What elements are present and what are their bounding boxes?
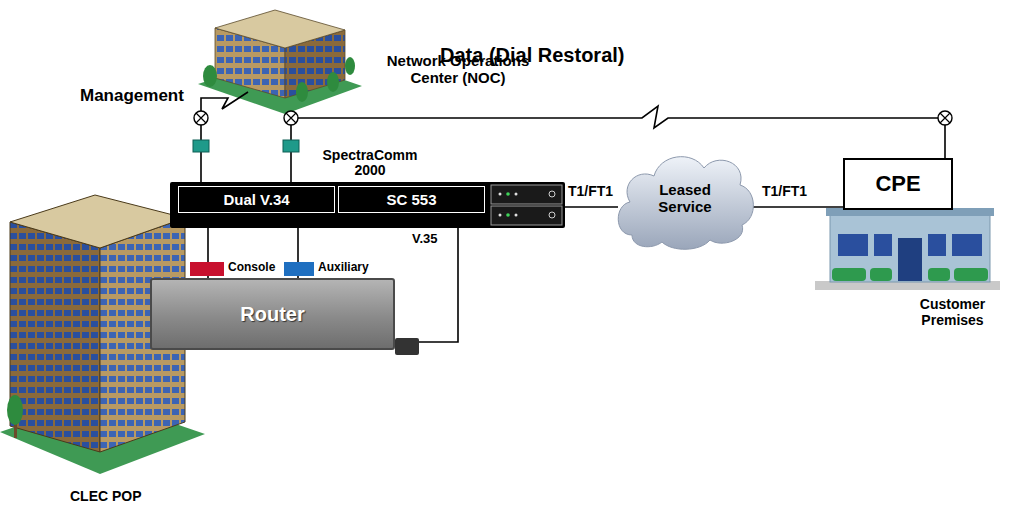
management-line <box>201 92 248 186</box>
building-label: CLEC POP <box>70 488 142 504</box>
panel-screw <box>549 212 555 218</box>
link-label: T1/FT1 <box>762 183 807 199</box>
phone-jack <box>196 113 206 123</box>
status-led <box>515 193 518 196</box>
window <box>838 234 868 256</box>
status-panel <box>491 206 562 225</box>
phone-jack <box>284 111 298 125</box>
window <box>874 234 892 256</box>
phone-jack <box>286 113 296 123</box>
tree <box>7 395 23 425</box>
bush <box>832 268 866 281</box>
status-led <box>499 214 502 217</box>
tree <box>296 82 308 102</box>
port-label: Console <box>228 261 275 275</box>
building-face <box>830 214 990 282</box>
network-cloud: Leased Service <box>612 140 758 255</box>
link-label: Data (Dial Restoral) <box>440 44 625 67</box>
building-label: Customer Premises <box>905 296 1000 328</box>
building-roof <box>215 10 345 48</box>
tree <box>203 65 217 87</box>
chassis-shelf: SpectraComm 2000Dual V.34SC 553 <box>170 182 565 228</box>
bush <box>954 268 988 281</box>
tree <box>327 72 339 92</box>
status-led <box>515 214 518 217</box>
bush <box>870 268 892 281</box>
bush <box>928 268 950 281</box>
auxiliary-port <box>284 262 314 276</box>
door <box>898 238 922 281</box>
customer-building <box>815 208 1000 290</box>
line-connector <box>193 140 209 152</box>
link-line <box>565 206 618 208</box>
window <box>952 234 982 256</box>
link-label: Management <box>80 86 184 106</box>
dsu-card: SC 553 <box>338 186 485 213</box>
status-led <box>499 193 502 196</box>
building-face <box>10 222 100 452</box>
v35-connector <box>395 338 419 355</box>
phone-jack <box>194 111 208 125</box>
phone-jack <box>938 111 952 125</box>
port-label: Auxiliary <box>318 261 369 275</box>
phone-jack <box>938 111 952 125</box>
line-connector <box>283 140 299 152</box>
tree <box>345 57 355 75</box>
box-label: Router <box>240 303 304 326</box>
status-panel <box>491 185 562 204</box>
box-label: SC 553 <box>386 191 436 208</box>
status-led <box>506 192 510 196</box>
box-label: CPE <box>875 171 920 197</box>
router-box: Router <box>150 278 395 350</box>
panel-screw <box>549 191 555 197</box>
phone-jack <box>284 111 298 125</box>
link-line <box>395 213 458 342</box>
phone-jack <box>194 111 208 125</box>
window <box>928 234 946 256</box>
box-label: Dual V.34 <box>223 191 289 208</box>
cloud-shape <box>618 157 753 250</box>
link-line <box>753 206 843 208</box>
console-port <box>190 262 224 276</box>
building-roof <box>10 195 185 248</box>
shelf-heading: SpectraComm 2000 <box>320 148 420 178</box>
cpe-box: CPE <box>843 158 953 210</box>
cloud-label: Leased Service <box>645 181 725 215</box>
link-label: V.35 <box>412 232 438 247</box>
status-panel <box>490 184 563 226</box>
status-led <box>506 213 510 217</box>
phone-jack <box>940 113 950 123</box>
modem-card: Dual V.34 <box>178 186 335 213</box>
link-label: T1/FT1 <box>568 183 613 199</box>
